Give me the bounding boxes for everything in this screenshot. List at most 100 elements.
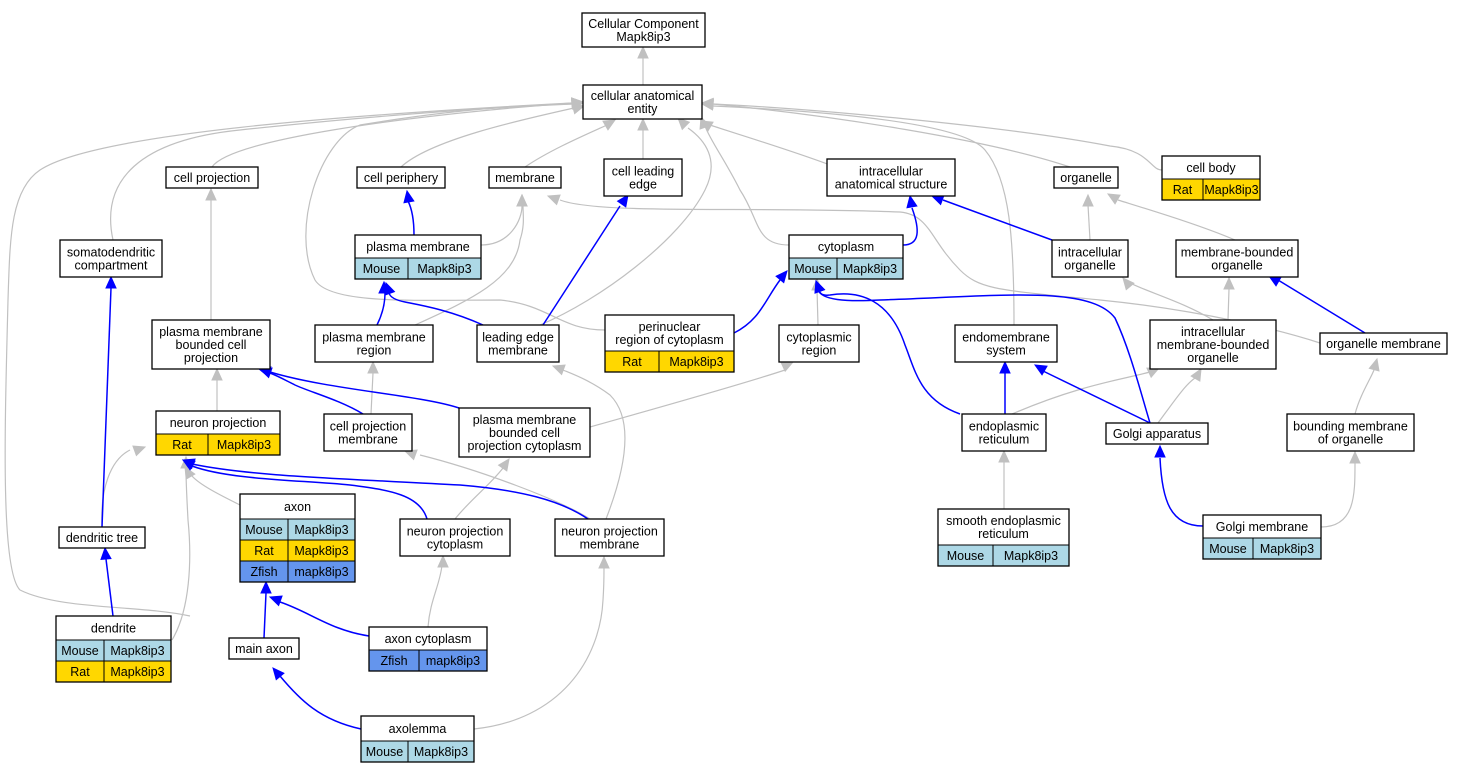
- edge-line: [370, 372, 374, 415]
- node-border: [55, 615, 172, 683]
- node-label: plasma membrane: [322, 331, 426, 345]
- node-label: organelle: [1187, 351, 1238, 365]
- node-dendritic-tree[interactable]: dendritic tree: [58, 526, 146, 549]
- edge-line: [1117, 199, 1236, 241]
- edge-arrowhead: [403, 189, 415, 204]
- edge-arrowhead: [1223, 276, 1235, 290]
- node-label: cell body: [1186, 161, 1236, 175]
- node-cell-projection[interactable]: cell projection: [165, 166, 259, 189]
- node-border: [1105, 422, 1209, 445]
- inferred-edge: [1122, 277, 1214, 321]
- inferred-edge: [414, 193, 528, 326]
- edge-arrowhead: [100, 546, 112, 560]
- node-border: [554, 518, 665, 557]
- edge-arrowhead: [1368, 357, 1380, 372]
- edge-arrowhead: [637, 45, 649, 59]
- node-label: system: [986, 344, 1026, 358]
- direct-edge: [101, 275, 117, 528]
- inferred-edge: [1011, 367, 1161, 415]
- node-label: plasma membrane: [159, 325, 263, 339]
- node-border: [604, 314, 735, 373]
- gene-label: Mapk8ip3: [294, 523, 348, 537]
- inferred-edge: [367, 360, 379, 415]
- edge-arrowhead: [814, 279, 826, 294]
- edge-arrowhead: [211, 367, 223, 381]
- gene-label: mapk8ip3: [294, 565, 348, 579]
- node-box: [399, 518, 511, 557]
- node-label: edge: [629, 178, 657, 192]
- node-border: [354, 234, 482, 280]
- node-label: endomembrane: [962, 331, 1050, 345]
- edge-line: [704, 125, 790, 246]
- node-cell-periphery[interactable]: cell periphery: [356, 166, 446, 189]
- node-organelle[interactable]: organelle: [1053, 166, 1119, 189]
- node-label: plasma membrane: [473, 413, 577, 427]
- inferred-edge: [699, 120, 831, 166]
- direct-edge: [257, 366, 460, 409]
- species-label: Rat: [172, 438, 192, 452]
- species-label: Rat: [622, 355, 642, 369]
- edge-arrowhead: [699, 115, 711, 130]
- node-box: [581, 12, 706, 48]
- node-border: [458, 407, 591, 458]
- node-label: organelle: [1064, 259, 1115, 273]
- node-border: [151, 319, 271, 370]
- node-organelle-membrane[interactable]: organelle membrane: [1319, 332, 1448, 355]
- node-membrane[interactable]: membrane: [488, 166, 562, 189]
- direct-edge: [1033, 364, 1151, 424]
- node-golgi-apparatus[interactable]: Golgi apparatus: [1105, 422, 1209, 445]
- edge-arrowhead: [1033, 364, 1048, 376]
- node-label: compartment: [75, 259, 148, 273]
- node-border: [323, 413, 413, 452]
- edge-arrowhead: [775, 270, 788, 284]
- edge-line: [539, 127, 712, 326]
- inferred-edge: [524, 119, 617, 168]
- node-label: cell periphery: [364, 171, 439, 185]
- node-label: axolemma: [389, 722, 447, 736]
- direct-edge: [930, 194, 1053, 241]
- node-label: membrane: [580, 538, 640, 552]
- species-label: Mouse: [947, 549, 985, 563]
- direct-edge: [100, 546, 114, 617]
- edge-line: [414, 205, 524, 326]
- node-border: [1051, 239, 1129, 278]
- node-label: dendritic tree: [66, 531, 138, 545]
- gene-label: Mapk8ip3: [110, 644, 164, 658]
- node-border: [155, 410, 281, 456]
- node-main-axon[interactable]: main axon: [228, 637, 300, 660]
- inferred-edge: [305, 98, 606, 331]
- edge-line: [1354, 369, 1375, 415]
- node-border: [1286, 413, 1415, 452]
- gene-label: Mapk8ip3: [1004, 549, 1058, 563]
